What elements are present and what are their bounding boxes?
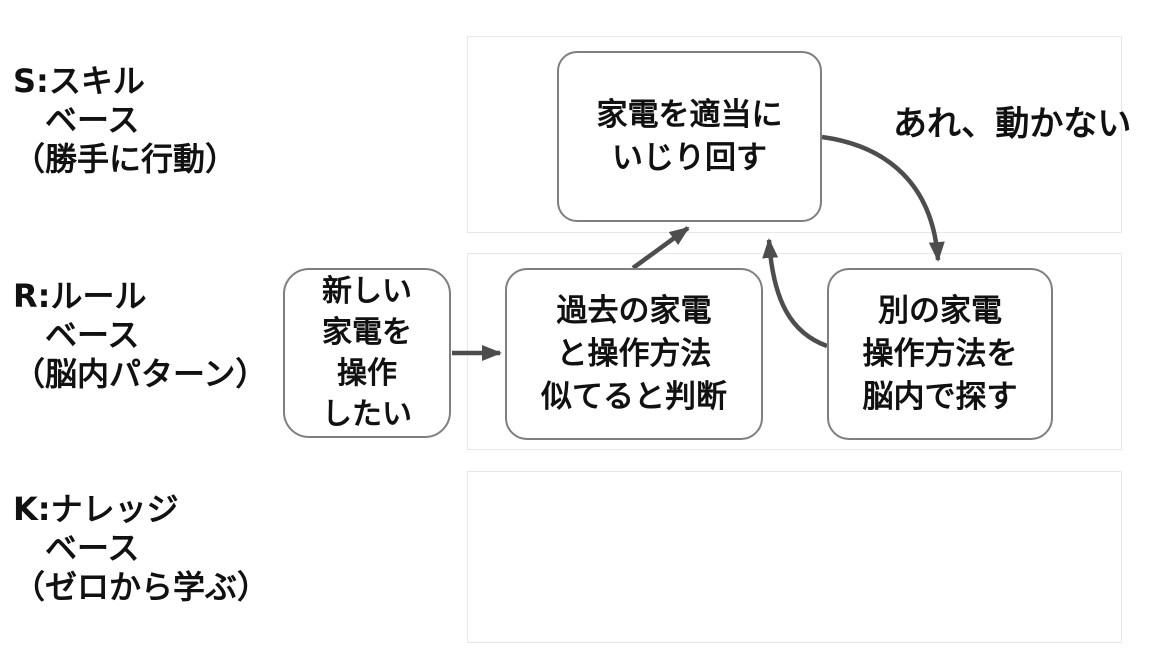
node-want-to-operate: 新しい 家電を 操作 したい bbox=[283, 268, 451, 438]
row-label-rule-base: R:ルール ベース （脳内パターン） bbox=[13, 277, 268, 393]
label-not-working: あれ、動かない bbox=[893, 104, 1132, 144]
node-judge-similar: 過去の家電 と操作方法 似てると判断 bbox=[505, 268, 763, 440]
band-knowledge-base bbox=[467, 471, 1122, 643]
node-search-in-brain: 別の家電 操作方法を 脳内で探す bbox=[827, 268, 1053, 440]
node-tinker-appliance: 家電を適当に いじり回す bbox=[557, 51, 822, 222]
row-label-skill-base: S:スキル ベース （勝手に行動） bbox=[13, 62, 238, 178]
row-label-knowledge-base: K:ナレッジ ベース （ゼロから学ぶ） bbox=[13, 490, 270, 606]
